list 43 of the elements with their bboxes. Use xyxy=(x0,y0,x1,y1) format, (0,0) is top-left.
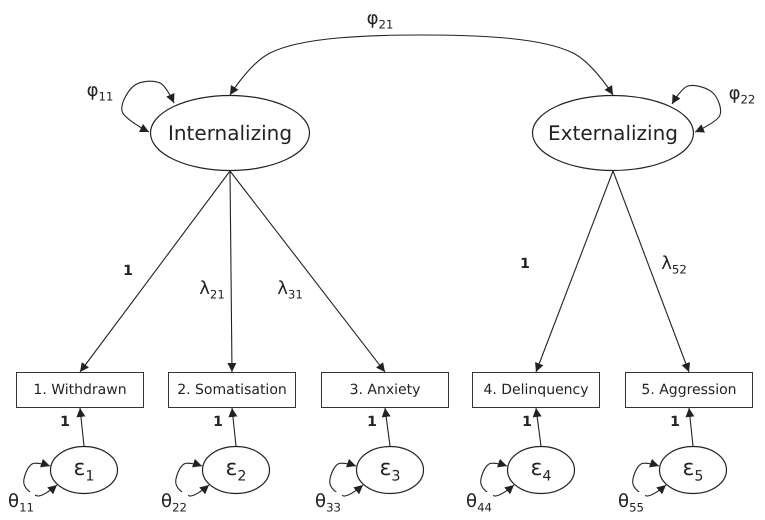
latent-variable-label: Internalizing xyxy=(168,121,292,145)
path-coefficient-label: θ$_{44}$ xyxy=(465,492,493,514)
path-coefficient-label: θ$_{22}$ xyxy=(160,492,188,514)
indicator-box xyxy=(16,372,144,408)
variance-loop-arrow xyxy=(175,458,210,497)
path-arrow xyxy=(685,408,694,446)
indicator-box xyxy=(168,372,296,408)
variance-loop-arrow xyxy=(480,458,514,497)
path-coefficient-label: θ$_{33}$ xyxy=(314,492,342,514)
path-arrow xyxy=(612,170,690,372)
latent-variable-label: Externalizing xyxy=(548,121,678,145)
variance-loop-arrow xyxy=(329,458,364,497)
variance-loop-arrow xyxy=(632,458,666,497)
indicator-label: 1. Withdrawn xyxy=(33,382,127,398)
path-arrow xyxy=(228,408,238,446)
path-coefficient-label: λ$_{21}$ xyxy=(198,278,226,302)
path-arrow xyxy=(535,170,614,372)
error-term-label: ε$_{5}$ xyxy=(682,456,704,484)
indicator-label: 3. Anxiety xyxy=(350,382,420,398)
error-term-label: ε$_{1}$ xyxy=(73,456,94,484)
path-coefficient-label: λ$_{31}$ xyxy=(276,278,304,302)
error-term-label: ε$_{2}$ xyxy=(225,456,246,484)
path-arrow xyxy=(80,170,230,372)
error-term-label: ε$_{4}$ xyxy=(530,456,552,484)
indicator-box xyxy=(625,372,753,408)
path-coefficient-label: θ$_{55}$ xyxy=(617,492,645,514)
path-coefficient-label: θ$_{11}$ xyxy=(7,492,35,514)
variance-loop-arrow xyxy=(672,84,722,132)
variance-loop-arrow xyxy=(23,458,58,497)
indicator-label: 5. Aggression xyxy=(641,382,737,398)
indicator-box xyxy=(472,372,600,408)
indicator-label: 2. Somatisation xyxy=(177,382,287,398)
variance-loop-arrow xyxy=(121,80,174,132)
indicator-label: 4. Delinquency xyxy=(483,382,589,398)
path-coefficient-label: λ$_{52}$ xyxy=(660,254,688,276)
path-arrow xyxy=(532,408,542,446)
covariance-arrow xyxy=(230,34,614,96)
path-arrow xyxy=(227,171,236,372)
path-arrow xyxy=(230,170,386,372)
indicator-box xyxy=(321,372,449,408)
path-arrow xyxy=(76,408,86,446)
error-term-label: ε$_{3}$ xyxy=(379,456,400,484)
path-arrow xyxy=(382,408,391,446)
